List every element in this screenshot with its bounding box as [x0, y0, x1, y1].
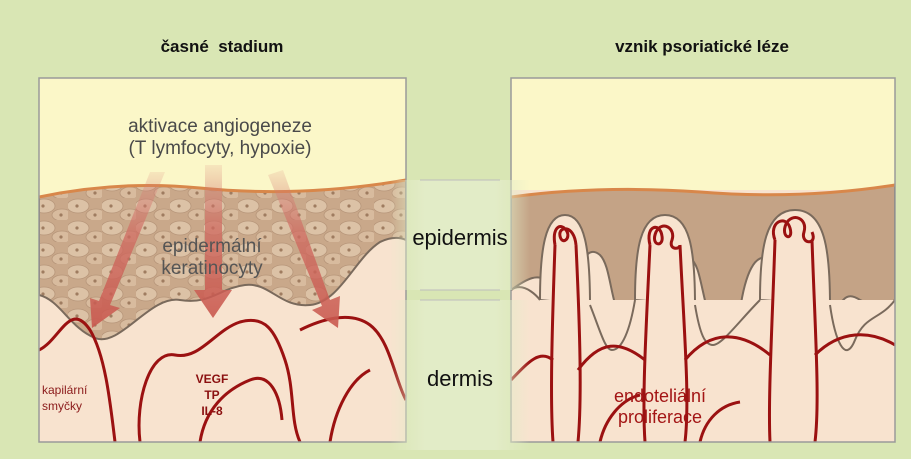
- proliferation-text-line2: proliferace: [618, 407, 702, 427]
- epidermis-label: epidermis: [412, 225, 507, 250]
- factor-label-3: IL-8: [201, 404, 223, 418]
- capillary-text-line1: kapilární: [42, 383, 88, 397]
- keratinocytes-text-line2: keratinocyty: [161, 258, 263, 279]
- right-panel: endoteliální proliferace: [511, 78, 895, 442]
- dermis-label: dermis: [427, 366, 493, 391]
- angiogenesis-text-line1: aktivace angiogeneze: [128, 116, 312, 137]
- keratinocytes-text-line1: epidermální: [162, 236, 262, 257]
- capillary-text-line2: smyčky: [42, 399, 82, 413]
- right-panel-title: vznik psoriatické léze: [615, 37, 789, 56]
- left-panel-title: časné stadium: [161, 37, 284, 56]
- factor-label-2: TP: [204, 388, 219, 402]
- angiogenesis-text-line2: (T lymfocyty, hypoxie): [128, 138, 311, 159]
- factor-label-1: VEGF: [196, 372, 229, 386]
- center-connector: epidermis dermis: [390, 180, 530, 450]
- left-panel: aktivace angiogeneze (T lymfocyty, hypox…: [39, 78, 406, 442]
- proliferation-text-line1: endoteliální: [614, 386, 706, 406]
